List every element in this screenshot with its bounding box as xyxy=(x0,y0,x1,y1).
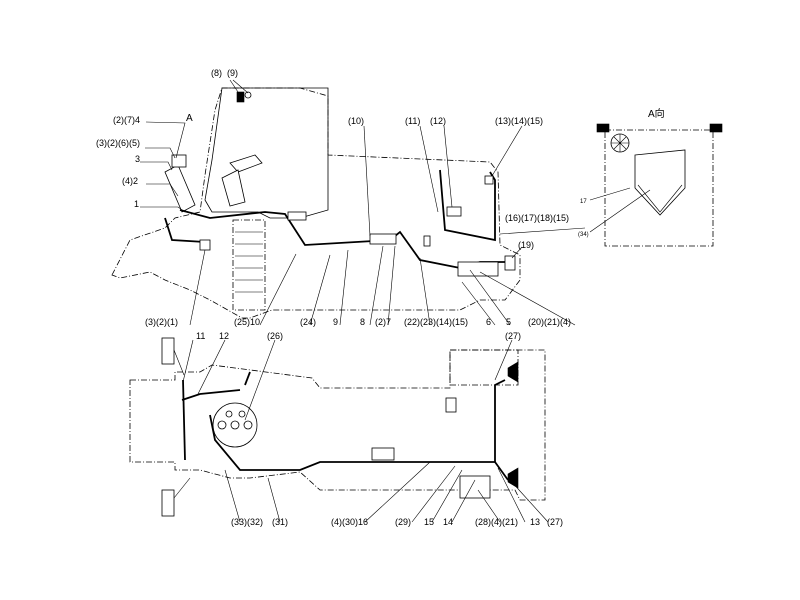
connector-front-icon xyxy=(199,239,211,251)
callout-28-4-21: (28)(4)(21) xyxy=(475,517,518,527)
callout-14-plan: 14 xyxy=(443,517,453,527)
callout-22-23-14-15: (22)(23)(14)(15) xyxy=(404,317,468,327)
plan-view-body-outline xyxy=(129,349,546,501)
callout-31: (31) xyxy=(272,517,288,527)
relay-12-icon xyxy=(446,206,462,217)
view-a-title: A向 xyxy=(648,107,665,120)
callout-34: (34) xyxy=(578,232,589,238)
sensor-13-icon xyxy=(484,175,494,185)
callout-4-30-16: (4)(30)16 xyxy=(331,517,368,527)
callout-3-2-1: (3)(2)(1) xyxy=(145,317,178,327)
callout-11: (11) xyxy=(405,116,420,126)
callout-8: (8) xyxy=(211,68,222,78)
front-lamp-left-lower-icon xyxy=(161,489,175,517)
gauge-icon xyxy=(238,410,246,418)
rear-tail-harness xyxy=(494,461,509,481)
callout-11-plan: 11 xyxy=(196,331,205,341)
callout-9b: 9 xyxy=(333,317,338,327)
front-lamp-left-icon xyxy=(161,337,175,365)
front-cross-harness xyxy=(182,379,186,461)
callout-3-2-6-5: (3)(2)(6)(5) xyxy=(96,138,140,148)
callout-9: (9) xyxy=(227,68,238,78)
callout-10: (10) xyxy=(348,116,364,126)
view-a-left-lamp-icon xyxy=(596,123,610,133)
callout-29: (29) xyxy=(395,517,411,527)
callout-2-7-4: (2)(7)4 xyxy=(113,115,140,125)
gauge-icon xyxy=(225,410,233,418)
hopper-outline xyxy=(634,149,686,216)
view-a-marker: A xyxy=(186,113,193,124)
callout-15-plan: 15 xyxy=(424,517,434,527)
callout-13-14-15: (13)(14)(15) xyxy=(495,116,543,126)
steering-column-icon xyxy=(221,169,246,207)
battery-box-icon xyxy=(369,233,397,245)
fuse-icon xyxy=(423,235,431,247)
view-a-right-lamp-icon xyxy=(709,123,723,133)
tire-tread xyxy=(235,231,263,293)
dash-branch xyxy=(244,371,251,386)
cab-outline xyxy=(204,87,329,219)
relay-plan-icon xyxy=(445,397,457,413)
main-harness-plan xyxy=(181,379,506,471)
callout-33-32: (33)(32) xyxy=(231,517,263,527)
tank-plan-icon xyxy=(459,475,491,499)
front-harness-branch xyxy=(164,217,206,243)
connector-19-icon xyxy=(504,255,516,271)
callout-19: (19) xyxy=(518,240,534,250)
callout-24: (24) xyxy=(300,317,316,327)
callout-13-plan: 13 xyxy=(530,517,540,527)
front-tire xyxy=(232,219,266,311)
callout-20-21-4: (20)(21)(4) xyxy=(528,317,571,327)
callout-27-bottom: (27) xyxy=(547,517,563,527)
tank-icon xyxy=(457,261,499,277)
gauge-icon xyxy=(243,420,253,430)
gauge-icon xyxy=(230,420,240,430)
callout-27-top: (27) xyxy=(505,331,521,341)
callout-2-7: (2)7 xyxy=(375,317,391,327)
view-a-inset xyxy=(589,123,723,247)
side-view-callouts: (8) (9) A (2)(7)4 (3)(2)(6)(5) 3 (4)2 1 … xyxy=(96,68,665,327)
rear-lamp-right-lower-icon xyxy=(507,467,519,489)
callout-12: (12) xyxy=(430,116,446,126)
bracket-icon xyxy=(164,164,196,213)
callout-26: (26) xyxy=(267,331,283,341)
steering-wheel-icon xyxy=(229,154,263,173)
callout-5: 5 xyxy=(506,317,511,327)
plan-view-callouts: 11 12 (26) (27) (33)(32) (31) (4)(30)16 … xyxy=(196,331,563,527)
callout-16-17-18-15: (16)(17)(18)(15) xyxy=(505,213,569,223)
lamp-9-icon xyxy=(244,91,252,99)
main-harness-side xyxy=(179,209,505,269)
rear-lamp-right-icon xyxy=(507,361,519,383)
callout-8b: 8 xyxy=(360,317,365,327)
side-view-body-outline xyxy=(111,87,521,319)
rear-compartment xyxy=(449,349,519,386)
switch-box-icon xyxy=(171,154,187,168)
view-a-frame xyxy=(604,129,714,247)
steering-wheel-plan-icon xyxy=(212,402,258,448)
callout-4-2: (4)2 xyxy=(122,176,138,186)
callout-17-inset: 17 xyxy=(580,199,587,205)
mount-icon xyxy=(287,211,307,221)
side-view xyxy=(111,79,631,326)
gauge-icon xyxy=(217,420,227,430)
callout-1: 1 xyxy=(134,199,139,209)
callout-12-plan: 12 xyxy=(219,331,229,341)
lamp-8-icon xyxy=(236,91,245,103)
callout-25-10: (25)10 xyxy=(234,317,260,327)
fan-blades xyxy=(611,134,629,152)
battery-plan-icon xyxy=(371,447,395,461)
callout-3: 3 xyxy=(135,154,140,164)
callout-6: 6 xyxy=(486,317,491,327)
plan-view xyxy=(129,337,549,523)
